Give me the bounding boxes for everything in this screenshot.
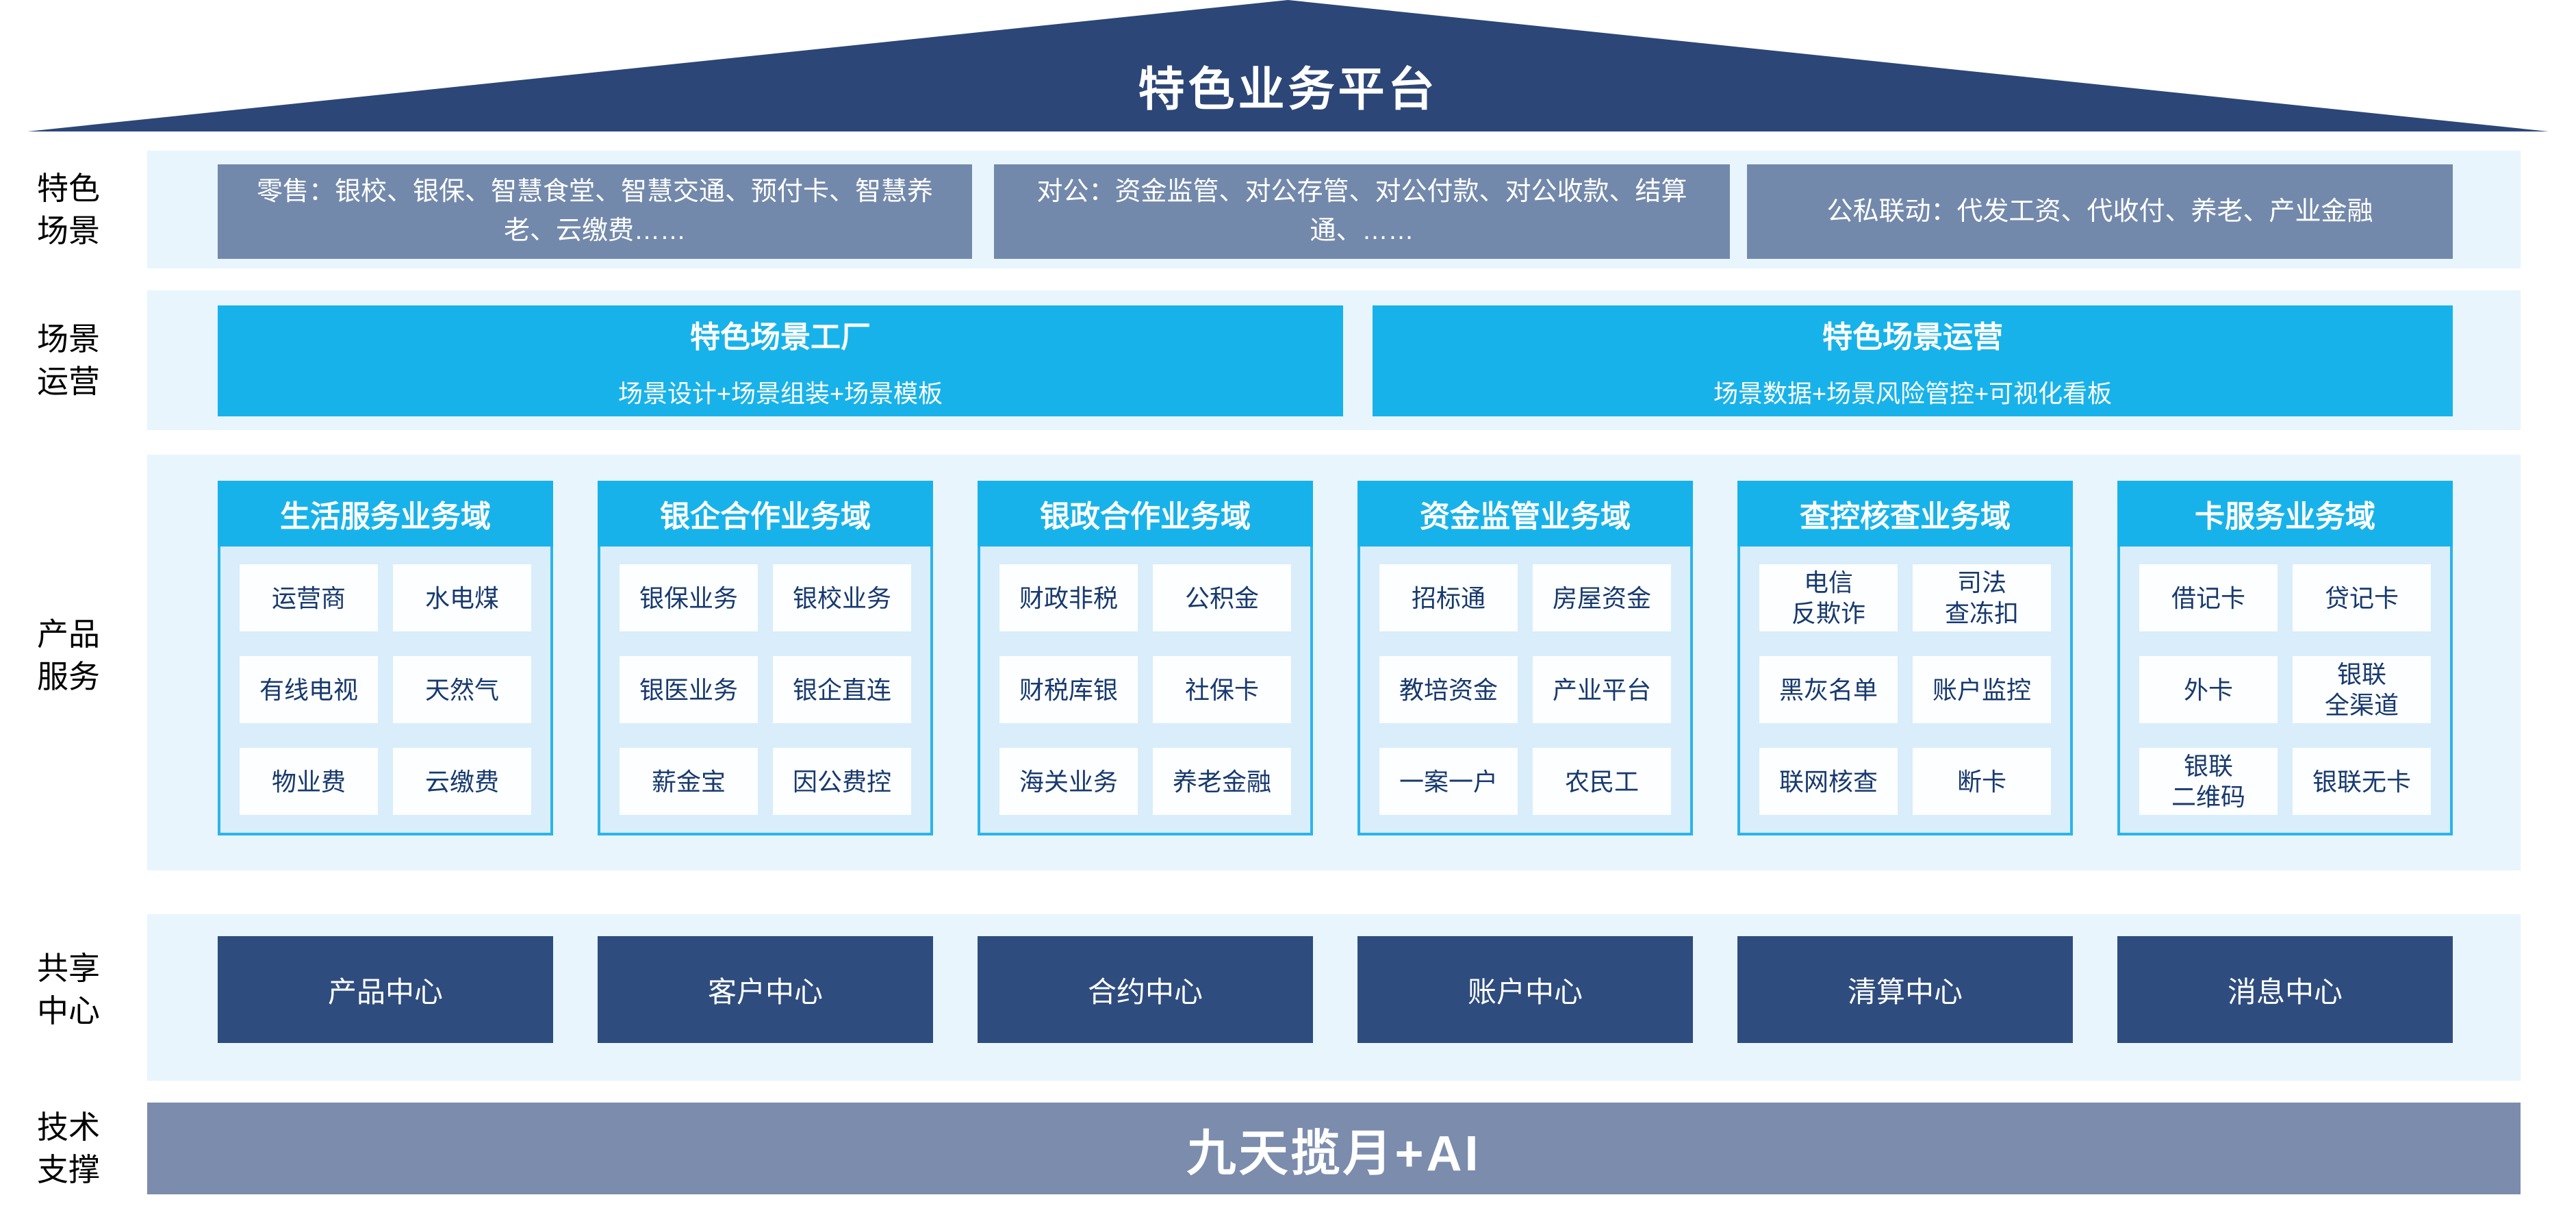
scene-factory-box: 特色场景工厂 场景设计+场景组装+场景模板 [218,305,1343,416]
product-cell: 养老金融 [1153,748,1291,815]
share-box-product: 产品中心 [218,936,553,1043]
side-label-tech-support: 技术 支撑 [37,1109,100,1188]
product-column-bank-enterprise: 银企合作业务域 银保业务 银校业务 银医业务 银企直连 薪金宝 因公费控 [598,481,933,835]
side-label-scene-ops: 场景 运营 [37,321,100,400]
product-column-header: 生活服务业务域 [218,481,553,546]
products-band: 生活服务业务域 运营商 水电煤 有线电视 天然气 物业费 云缴费 银企合作业务域… [147,455,2521,870]
product-column-body: 银保业务 银校业务 银医业务 银企直连 薪金宝 因公费控 [598,546,933,835]
product-cell: 物业费 [240,748,378,815]
product-cell: 借记卡 [2139,564,2278,631]
scene-factory-title: 特色场景工厂 [690,320,871,354]
roof-banner: 特色业务平台 [27,0,2549,131]
product-cell: 一案一户 [1379,748,1518,815]
product-cell: 黑灰名单 [1759,656,1898,723]
scene-operation-band: 特色场景工厂 场景设计+场景组装+场景模板 特色场景运营 场景数据+场景风险管控… [147,290,2521,430]
product-cell: 农民工 [1533,748,1671,815]
product-cell: 云缴费 [393,748,531,815]
product-cell: 银企直连 [773,656,911,723]
product-column-inquiry-control: 查控核查业务域 电信 反欺诈 司法 查冻扣 黑灰名单 账户监控 联网核查 断卡 [1737,481,2073,835]
product-column-body: 招标通 房屋资金 教培资金 产业平台 一案一户 农民工 [1357,546,1693,835]
product-column-header: 卡服务业务域 [2117,481,2453,546]
share-box-contract: 合约中心 [978,936,1313,1043]
product-cell: 社保卡 [1153,656,1291,723]
side-label-scenes: 特色 场景 [37,171,100,249]
product-cell: 外卡 [2139,656,2278,723]
scene-operation-title: 特色场景运营 [1822,320,2003,354]
product-column-header: 资金监管业务域 [1357,481,1693,546]
product-column-fund-supervision: 资金监管业务域 招标通 房屋资金 教培资金 产业平台 一案一户 农民工 [1357,481,1693,835]
product-cell: 产业平台 [1533,656,1671,723]
side-label-products: 产品 服务 [37,616,100,695]
product-column-life-services: 生活服务业务域 运营商 水电煤 有线电视 天然气 物业费 云缴费 [218,481,553,835]
product-cell: 天然气 [393,656,531,723]
scene-box-retail: 零售：银校、银保、智慧食堂、智慧交通、预付卡、智慧养老、云缴费…… [218,164,972,259]
product-cell: 招标通 [1379,564,1518,631]
product-cell: 水电煤 [393,564,531,631]
share-box-clearing: 清算中心 [1737,936,2073,1043]
product-column-header: 银政合作业务域 [978,481,1313,546]
product-cell: 断卡 [1913,748,2051,815]
product-cell: 财税库银 [999,656,1138,723]
scenes-band: 零售：银校、银保、智慧食堂、智慧交通、预付卡、智慧养老、云缴费…… 对公：资金监… [147,151,2521,268]
share-box-customer: 客户中心 [598,936,933,1043]
product-cell: 银校业务 [773,564,911,631]
product-column-card-services: 卡服务业务域 借记卡 贷记卡 外卡 银联 全渠道 银联 二维码 银联无卡 [2117,481,2453,835]
product-column-body: 电信 反欺诈 司法 查冻扣 黑灰名单 账户监控 联网核查 断卡 [1737,546,2073,835]
product-cell: 联网核查 [1759,748,1898,815]
product-cell: 银联无卡 [2293,748,2431,815]
scene-operation-subtitle: 场景数据+场景风险管控+可视化看板 [1713,379,2113,407]
product-column-body: 借记卡 贷记卡 外卡 银联 全渠道 银联 二维码 银联无卡 [2117,546,2453,835]
product-cell: 司法 查冻扣 [1913,564,2051,631]
scene-box-public-private: 公私联动：代发工资、代收付、养老、产业金融 [1747,164,2453,259]
product-column-bank-government: 银政合作业务域 财政非税 公积金 财税库银 社保卡 海关业务 养老金融 [978,481,1313,835]
product-cell: 教培资金 [1379,656,1518,723]
product-cell: 海关业务 [999,748,1138,815]
share-box-message: 消息中心 [2117,936,2453,1043]
product-cell: 财政非税 [999,564,1138,631]
product-cell: 银保业务 [620,564,758,631]
scene-box-corporate: 对公：资金监管、对公存管、对公付款、对公收款、结算通、…… [994,164,1730,259]
product-column-header: 查控核查业务域 [1737,481,2073,546]
page-title: 特色业务平台 [1138,64,1438,116]
scene-factory-subtitle: 场景设计+场景组装+场景模板 [617,379,943,407]
product-cell: 银联 二维码 [2139,748,2278,815]
tech-support-bar: 九天揽月+AI [147,1103,2521,1194]
product-cell: 电信 反欺诈 [1759,564,1898,631]
product-cell: 薪金宝 [620,748,758,815]
product-column-body: 财政非税 公积金 财税库银 社保卡 海关业务 养老金融 [978,546,1313,835]
product-cell: 公积金 [1153,564,1291,631]
side-label-share-centers: 共享 中心 [37,951,100,1029]
share-box-account: 账户中心 [1357,936,1693,1043]
product-cell: 有线电视 [240,656,378,723]
share-centers-band: 产品中心 客户中心 合约中心 账户中心 清算中心 消息中心 [147,914,2521,1081]
product-cell: 运营商 [240,564,378,631]
product-cell: 银联 全渠道 [2293,656,2431,723]
product-cell: 账户监控 [1913,656,2051,723]
product-cell: 房屋资金 [1533,564,1671,631]
product-cell: 银医业务 [620,656,758,723]
product-column-header: 银企合作业务域 [598,481,933,546]
product-cell: 贷记卡 [2293,564,2431,631]
product-cell: 因公费控 [773,748,911,815]
scene-operation-box: 特色场景运营 场景数据+场景风险管控+可视化看板 [1373,305,2453,416]
product-column-body: 运营商 水电煤 有线电视 天然气 物业费 云缴费 [218,546,553,835]
